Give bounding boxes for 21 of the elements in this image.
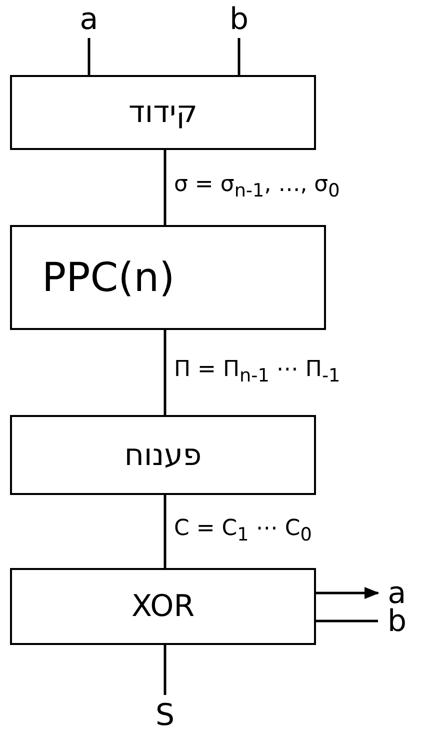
arrow (316, 587, 380, 599)
connector-line (164, 645, 166, 695)
connector-line (316, 620, 378, 622)
box-label: XOR (131, 589, 195, 624)
process-box (10, 75, 316, 150)
process-box (10, 225, 326, 330)
connector-line (88, 38, 90, 75)
process-box (10, 415, 316, 495)
terminal-label: a (382, 578, 412, 608)
terminal-label: b (222, 0, 256, 38)
box-label: PPC(n) (42, 254, 175, 300)
connector-line (238, 38, 240, 75)
box-label: פענוח (124, 438, 202, 472)
box-label: קידוד (128, 95, 198, 130)
terminal-label: S (150, 695, 180, 735)
terminal-label: a (72, 0, 106, 38)
connector-line (164, 150, 166, 225)
connector-line (164, 330, 166, 415)
process-box (10, 568, 316, 645)
terminal-label: b (382, 606, 412, 636)
connector-line (164, 495, 166, 568)
